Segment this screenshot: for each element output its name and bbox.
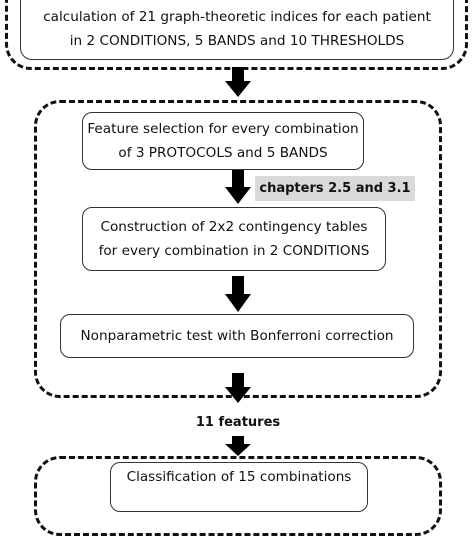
arrow-down-4: [225, 373, 251, 403]
step-calculate-indices: calculation of 21 graph-theoretic indice…: [20, 0, 454, 60]
step-contingency-tables-text: Construction of 2x2 contingency tables f…: [98, 219, 370, 259]
step-feature-selection-text: Feature selection for every combination …: [87, 121, 359, 161]
arrow-down-5: [225, 436, 251, 456]
chapters-reference-text: chapters 2.5 and 3.1: [259, 181, 411, 196]
step-calculate-indices-text: calculation of 21 graph-theoretic indice…: [43, 9, 431, 49]
arrow-down-3: [225, 276, 251, 312]
arrow-down-2: [225, 170, 251, 204]
step-classification: Classification of 15 combinations: [110, 462, 368, 512]
step-contingency-tables: Construction of 2x2 contingency tables f…: [82, 207, 386, 271]
arrow-down-1: [225, 67, 251, 97]
features-output-label: 11 features: [195, 415, 281, 430]
step-feature-selection: Feature selection for every combination …: [82, 112, 364, 170]
step-classification-text: Classification of 15 combinations: [126, 469, 352, 485]
chapters-reference-tag: chapters 2.5 and 3.1: [255, 176, 415, 201]
step-nonparametric-test-text: Nonparametric test with Bonferroni corre…: [80, 328, 394, 344]
step-nonparametric-test: Nonparametric test with Bonferroni corre…: [60, 314, 414, 358]
